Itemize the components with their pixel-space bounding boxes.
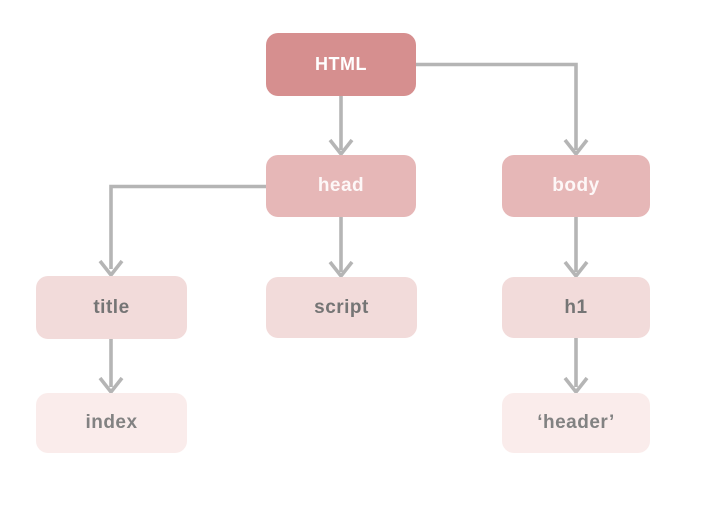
- node-script-label: script: [314, 296, 369, 318]
- node-index-label: index: [85, 412, 138, 433]
- edge-title-index: [98, 339, 124, 395]
- node-h1-label: h1: [564, 296, 588, 318]
- node-title: title: [36, 276, 187, 339]
- edge-html-head: [328, 96, 354, 157]
- node-title-label: title: [93, 296, 130, 318]
- node-h1: h1: [502, 277, 650, 338]
- node-index: index: [36, 393, 187, 453]
- edge-body-h1: [563, 217, 589, 279]
- edge-h1-header: [563, 338, 589, 395]
- node-head: head: [266, 155, 416, 217]
- edge-html-body: [416, 62, 589, 157]
- node-body-label: body: [552, 175, 600, 196]
- node-header: ‘header’: [502, 393, 650, 453]
- node-header-label: ‘header’: [537, 412, 615, 433]
- node-body: body: [502, 155, 650, 217]
- edge-head-title: [98, 184, 266, 278]
- node-html: HTML: [266, 33, 416, 96]
- edge-head-script: [328, 217, 354, 279]
- node-head-label: head: [317, 175, 365, 196]
- node-script: script: [266, 277, 417, 338]
- node-html-label: HTML: [315, 54, 367, 74]
